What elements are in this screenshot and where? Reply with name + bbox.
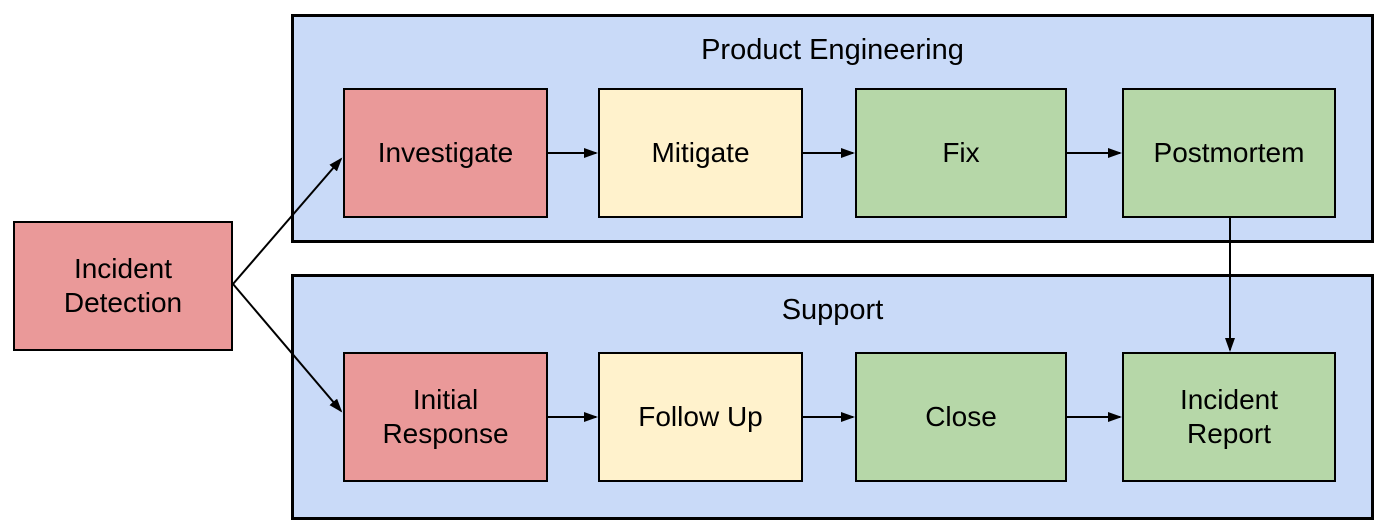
- node-investigate: Investigate: [343, 88, 548, 218]
- node-incident-report: Incident Report: [1122, 352, 1336, 482]
- node-fix: Fix: [855, 88, 1067, 218]
- node-initial-response: Initial Response: [343, 352, 548, 482]
- node-label: Follow Up: [638, 401, 763, 432]
- node-label: Incident Report: [1179, 384, 1279, 449]
- node-label: Incident Detection: [63, 253, 183, 318]
- node-mitigate: Mitigate: [598, 88, 803, 218]
- node-label: Close: [925, 401, 997, 432]
- node-incident-detection: Incident Detection: [13, 221, 233, 351]
- node-label: Fix: [942, 137, 980, 168]
- node-follow-up: Follow Up: [598, 352, 803, 482]
- node-postmortem: Postmortem: [1122, 88, 1336, 218]
- node-label: Initial Response: [382, 384, 509, 449]
- node-label: Investigate: [377, 137, 514, 168]
- node-label: Mitigate: [651, 137, 750, 168]
- node-label: Postmortem: [1153, 137, 1305, 168]
- lane-title-support: Support: [781, 294, 884, 326]
- lane-title-product-engineering: Product Engineering: [701, 34, 964, 66]
- node-close: Close: [855, 352, 1067, 482]
